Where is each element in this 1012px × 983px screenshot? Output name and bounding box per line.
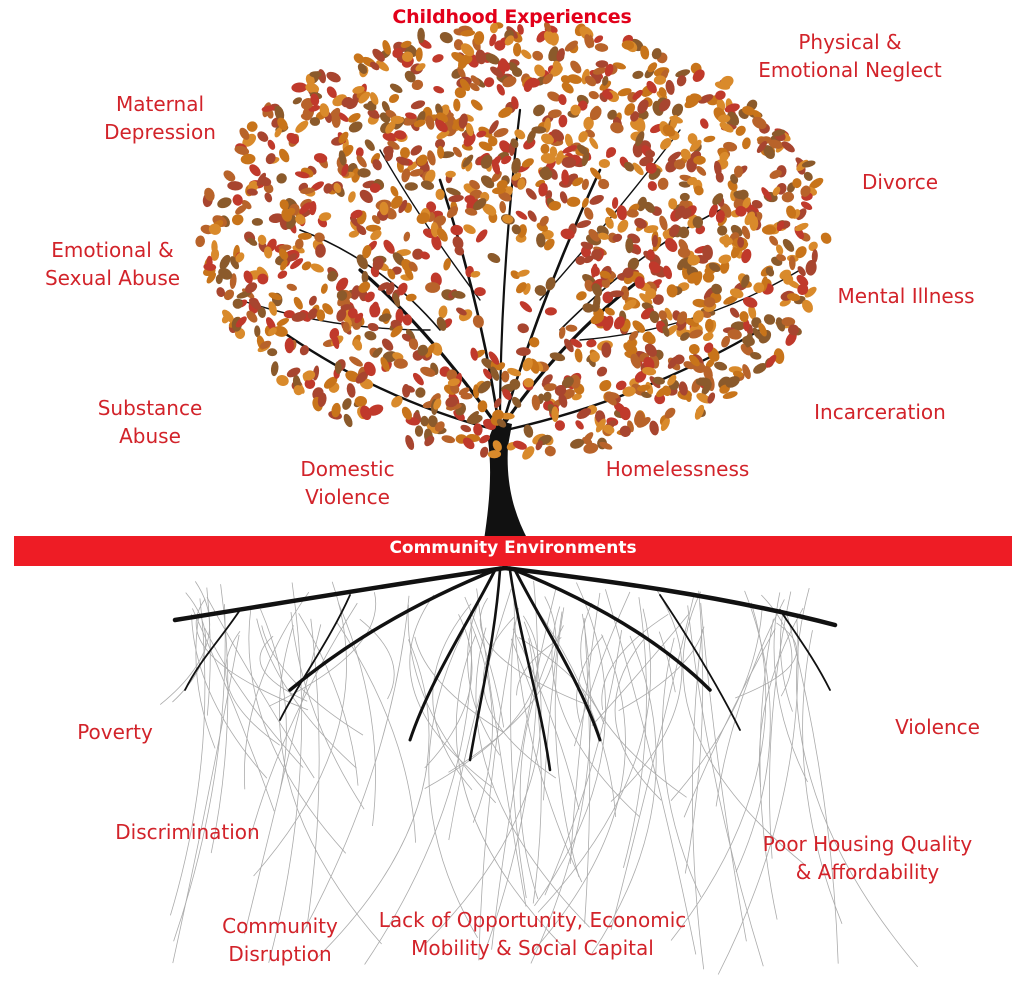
- label-discrimination: Discrimination: [115, 820, 260, 844]
- label-emotional-sexual-abuse: Emotional & Sexual Abuse: [44, 238, 181, 290]
- label-poverty: Poverty: [77, 720, 153, 744]
- label-community-disruption: Community Disruption: [222, 914, 338, 966]
- band-label: Community Environments: [389, 538, 637, 558]
- label-divorce: Divorce: [861, 170, 939, 194]
- main-roots: [172, 565, 838, 772]
- label-lack-of-opportunity: Lack of Opportunity, Economic Mobility &…: [378, 908, 687, 960]
- label-substance-abuse: Substance Abuse: [97, 396, 203, 448]
- diagram-title: Childhood Experiences: [392, 6, 632, 28]
- tree-leaves: [195, 21, 832, 460]
- fine-roots: [159, 579, 919, 975]
- label-homelessness: Homelessness: [605, 457, 750, 481]
- label-poor-housing: Poor Housing Quality & Affordability: [762, 832, 973, 884]
- label-violence: Violence: [895, 715, 980, 739]
- label-physical-emotional-neglect: Physical & Emotional Neglect: [758, 30, 942, 82]
- tree-trunk: [484, 420, 528, 540]
- label-maternal-depression: Maternal Depression: [104, 92, 216, 144]
- label-domestic-violence: Domestic Violence: [300, 457, 395, 509]
- label-incarceration: Incarceration: [814, 400, 946, 424]
- label-mental-illness: Mental Illness: [837, 284, 975, 308]
- community-environments-band: Community Environments: [14, 536, 1012, 566]
